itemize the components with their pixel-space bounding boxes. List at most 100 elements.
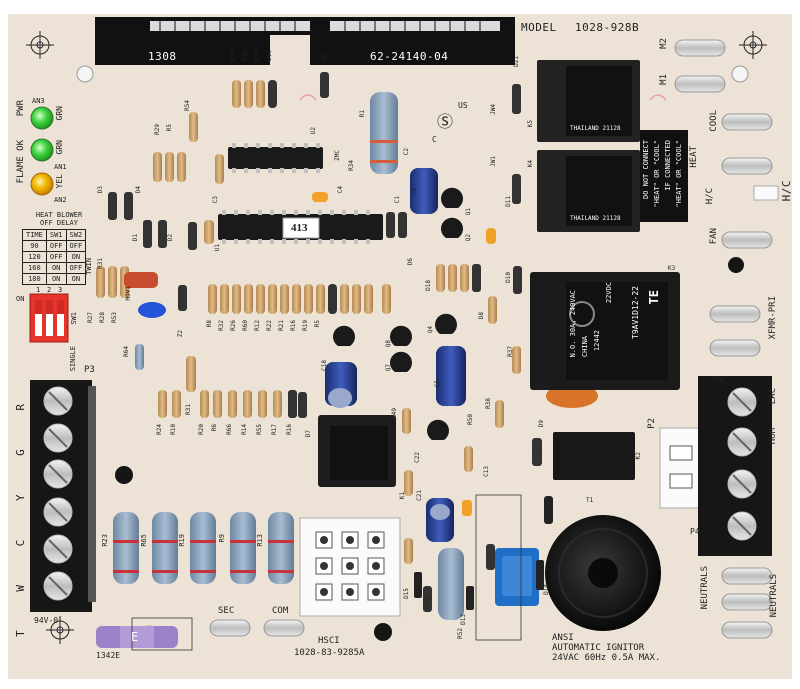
ref-jw4: JW4: [490, 104, 497, 115]
com-label: COM: [272, 606, 289, 616]
electrolytic-capacitors: [325, 168, 466, 542]
ref-q8: Q8: [385, 340, 392, 348]
ref-r1: R1: [359, 110, 366, 118]
warning-box: [640, 130, 688, 222]
ref-r14: R14: [241, 424, 248, 435]
mounting-holes: [26, 31, 767, 644]
dip-pos-1: 1: [36, 286, 41, 294]
ic-u2: [228, 143, 323, 173]
ref-r24: R24: [156, 424, 163, 435]
ref-d4: D4: [135, 186, 142, 194]
standoffs: [76, 65, 749, 641]
table-cell: 160: [22, 262, 47, 274]
eac-top-label: EAC: [712, 375, 727, 384]
table-header: SW1: [45, 229, 67, 241]
csa-c: C: [432, 135, 437, 144]
resistor-row-middle: [208, 284, 391, 314]
led-an2-color: YEL: [55, 174, 64, 189]
bottom-model: HSCI: [318, 636, 340, 646]
ref-r8: R8: [206, 320, 213, 328]
hc-label-large: H/C: [780, 180, 793, 202]
ref-d7: D7: [305, 430, 312, 438]
relay-k1-small: [318, 415, 396, 487]
ref-r54: R54: [184, 100, 191, 111]
ansi-line2: AUTOMATIC IGNITOR: [552, 643, 645, 653]
ref-d11: D11: [505, 196, 512, 207]
ref-r21: R21: [278, 320, 285, 331]
ref-r12: R12: [254, 320, 261, 331]
ref-k2: K2: [635, 452, 642, 460]
resistors-right: [298, 212, 542, 612]
table-cell: ON: [65, 251, 87, 263]
table-header: SW2: [65, 229, 87, 241]
bottom-part: 1028-83-9285A: [294, 648, 365, 658]
thermostat-terminals: T W C Y G R: [14, 388, 27, 637]
cool-label: COOL: [709, 110, 719, 132]
ref-c22: C22: [414, 452, 421, 463]
ref-jw1: JW1: [490, 156, 497, 167]
connector-p2: [659, 427, 703, 509]
ref-r65: R65: [140, 534, 148, 547]
ref-q4: Q4: [427, 326, 434, 334]
ref-r31-left: R31: [97, 258, 104, 269]
ref-r53: R53: [111, 312, 118, 323]
model-label: MODEL: [521, 21, 557, 34]
ref-r27: R27: [87, 312, 94, 323]
ref-r34: R34: [348, 160, 355, 171]
p2-label: P2: [647, 418, 657, 429]
relay-k2: [553, 432, 635, 480]
ref-k5: K5: [527, 120, 534, 128]
led-an1-color: GRN: [55, 140, 64, 155]
ref-r30: R30: [254, 50, 261, 61]
hc-label: H/C: [705, 188, 715, 205]
resistors-top: [232, 72, 521, 204]
diodes: [414, 496, 553, 610]
neutrals-label-left: NEUTRALS: [700, 566, 710, 610]
dip-on-label: ON: [16, 295, 25, 303]
ref-c17: C17: [538, 382, 549, 389]
ref-r39: R39: [230, 50, 237, 61]
ref-r9: R9: [218, 534, 226, 543]
connector-p1: [299, 517, 401, 617]
relay-k3-brand: TE: [647, 290, 661, 305]
led-an2-ref: AN2: [54, 196, 67, 204]
p4-label: P4: [690, 527, 700, 536]
ref-r50: R50: [467, 414, 474, 425]
delay-title-line2: OFF DELAY: [40, 219, 78, 227]
spade-terminals: [209, 39, 773, 639]
ref-r16: R16: [286, 424, 293, 435]
table-row: 180 ON ON: [22, 273, 87, 285]
ref-d9: D9: [538, 420, 545, 428]
dip-pos-3: 3: [58, 286, 63, 294]
fuse: [96, 626, 178, 648]
ref-d2: D2: [167, 234, 174, 242]
table-row: 120 OFF ON: [22, 251, 87, 263]
ansi-line1: ANSI: [552, 633, 574, 643]
ref-d8: D8: [478, 312, 485, 320]
sec-label: SEC: [218, 606, 235, 616]
ref-c13: C13: [483, 466, 490, 477]
ref-q1: Q1: [465, 208, 472, 216]
model-number: 1028-928B: [575, 21, 640, 34]
ref-d16: D16: [266, 50, 273, 61]
relay-k3-spec: N.O. 30A, 240VAC: [569, 290, 577, 358]
ref-t1: T1: [586, 497, 594, 504]
ref-r37: R37: [507, 346, 514, 357]
ref-r5: R5: [314, 320, 321, 328]
led-an3-ref: AN3: [32, 97, 45, 105]
neutrals-label-right: NEUTRALS: [769, 574, 779, 618]
dip-label: SW1: [70, 312, 78, 325]
led-pwr-label: PWR: [16, 100, 26, 117]
h-c-connector: [753, 185, 779, 201]
warning-line3: IF CONNECTED: [664, 140, 672, 191]
m2-label: M2: [659, 38, 669, 49]
terminal-block-left: [30, 380, 96, 612]
table-cell: OFF: [45, 240, 67, 252]
ref-r20: R20: [198, 424, 205, 435]
ref-d15: D15: [403, 588, 410, 599]
warning-line1: DO NOT CONNECT: [642, 140, 650, 200]
ref-q7: Q7: [385, 364, 392, 372]
led-an1-ref: AN1: [54, 163, 67, 171]
